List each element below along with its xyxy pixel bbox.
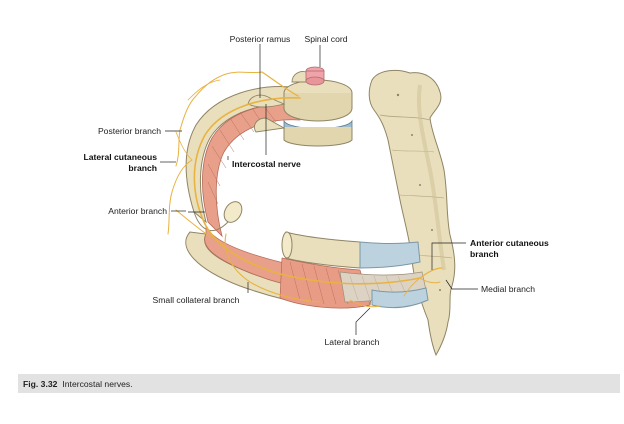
figure-number: Fig. 3.32	[23, 378, 58, 389]
label-lateral-branch: Lateral branch	[325, 337, 380, 347]
rib-posterior-arc	[185, 86, 301, 238]
figure-caption-bar: Fig. 3.32 Intercostal nerves.	[18, 374, 620, 393]
figure-caption: Intercostal nerves.	[62, 378, 133, 389]
vertebra	[247, 66, 353, 147]
label-spinal-cord: Spinal cord	[305, 34, 348, 44]
nerves	[167, 71, 443, 308]
label-lateral-cutaneous-line2: branch	[128, 163, 157, 173]
label-posterior-branch: Posterior branch	[98, 126, 161, 136]
label-medial-branch: Medial branch	[481, 284, 535, 294]
label-small-collateral-branch: Small collateral branch	[153, 295, 240, 305]
leader-lines	[160, 44, 478, 335]
rib-lower	[185, 225, 429, 309]
sternum	[368, 69, 456, 357]
labels: Posterior ramus Spinal cord Posterior br…	[83, 34, 549, 347]
label-intercostal-nerve: Intercostal nerve	[232, 159, 301, 169]
label-posterior-ramus: Posterior ramus	[230, 34, 291, 44]
label-anterior-branch: Anterior branch	[108, 206, 167, 216]
label-anterior-cutaneous-line1: Anterior cutaneous	[470, 238, 549, 248]
label-anterior-cutaneous-line2: branch	[470, 249, 499, 259]
label-lateral-cutaneous-line1: Lateral cutaneous	[83, 152, 157, 162]
